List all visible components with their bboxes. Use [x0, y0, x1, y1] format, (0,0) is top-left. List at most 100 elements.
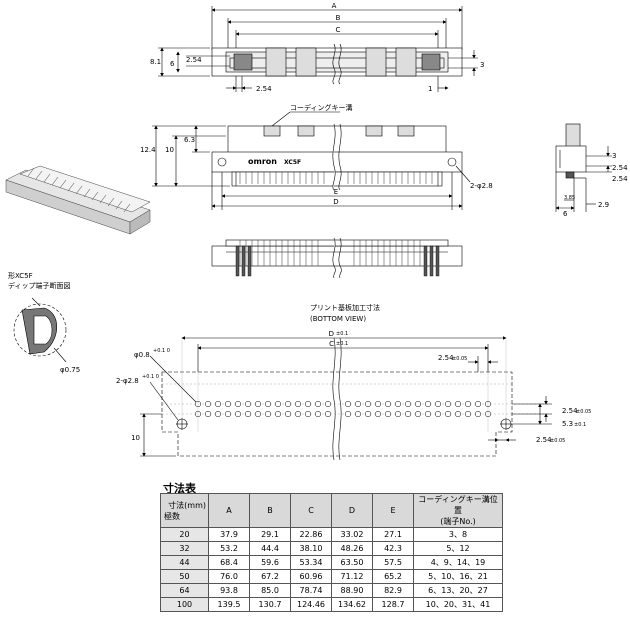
- dim-254-bottom: 2.54: [256, 85, 272, 93]
- front-view: [152, 111, 471, 210]
- cell-pins: 64: [160, 583, 209, 598]
- label-e: E: [334, 188, 338, 196]
- cell-d: 48.26: [331, 541, 373, 556]
- pcb-layout: [140, 336, 552, 461]
- pcb-pin-hole: φ0.8: [134, 351, 150, 359]
- cell-b: 130.7: [249, 597, 291, 612]
- dimension-table: 寸法(mm) 極数 A B C D E コーディングキー溝位置 (端子No.) …: [160, 493, 503, 612]
- label-d: D: [333, 198, 338, 206]
- pcb-row-pitch: 2.54: [562, 407, 578, 415]
- table-row: 50 76.0 67.2 60.96 71.12 65.2 5、10、16、21: [160, 569, 503, 584]
- pcb-offset-tol: ±0.1: [574, 422, 586, 428]
- table-row: 64 93.8 85.0 78.74 88.90 82.9 6、13、20、27: [160, 583, 503, 598]
- cell-coding: 10、20、31、41: [413, 597, 503, 612]
- front-view-labels: コーディングキー溝 12.4 10 6.3 omron XC5F 2-φ2.8 …: [140, 103, 493, 206]
- cell-coding: 3、8: [413, 527, 503, 542]
- header-coding-line1: コーディングキー溝位置: [418, 495, 498, 515]
- cell-d: 71.12: [331, 569, 373, 584]
- cell-e: 65.2: [372, 569, 414, 584]
- cell-e: 57.5: [372, 555, 414, 570]
- cell-coding: 5、10、16、21: [413, 569, 503, 584]
- header-pins: 極数: [164, 511, 180, 521]
- cell-e: 128.7: [372, 597, 414, 612]
- pcb-c-label: C: [329, 340, 334, 348]
- dim-10-front: 10: [165, 146, 174, 154]
- pcb-pin-tol: +0.1 0: [153, 348, 170, 354]
- cell-pins: 20: [160, 527, 209, 542]
- pcb-c-tol: ±0.1: [336, 341, 348, 347]
- label-c: C: [336, 26, 341, 34]
- pcb-d-tol: ±0.1: [336, 331, 348, 337]
- dim-254-left: 2.54: [186, 56, 202, 64]
- cell-d: 63.50: [331, 555, 373, 570]
- dim-254a-side: 2.54: [612, 164, 628, 172]
- cell-b: 85.0: [249, 583, 291, 598]
- cell-d: 88.90: [331, 583, 373, 598]
- pcb-title-2: (BOTTOM VIEW): [310, 315, 366, 323]
- coding-key-groove-label: コーディングキー溝: [290, 103, 353, 112]
- dim-1: 1: [428, 85, 432, 93]
- cell-e: 42.3: [372, 541, 414, 556]
- header-dim: 寸法(mm): [168, 500, 206, 510]
- cell-pins: 50: [160, 569, 209, 584]
- cell-b: 59.6: [249, 555, 291, 570]
- table-row: 44 68.4 59.6 53.34 63.50 57.5 4、9、14、19: [160, 555, 503, 570]
- cell-coding: 5、12: [413, 541, 503, 556]
- bottom-pin-view: [211, 237, 463, 279]
- dim-height-front: 12.4: [140, 146, 156, 154]
- header-coding-line2: (端子No.): [440, 517, 476, 526]
- model-label: XC5F: [284, 159, 301, 166]
- pcb-mount-hole: 2-φ2.8: [116, 377, 139, 385]
- cell-coding: 6、13、20、27: [413, 583, 503, 598]
- cell-c: 78.74: [290, 583, 332, 598]
- cell-a: 93.8: [208, 583, 250, 598]
- cell-a: 139.5: [208, 597, 250, 612]
- dip-section-labels: 形XC5F ディップ端子断面図 φ0.75: [8, 272, 80, 374]
- pcb-d-label: D: [329, 330, 334, 338]
- header-c: C: [290, 493, 332, 528]
- pcb-pitch-tol: ±0.05: [452, 356, 467, 362]
- cell-b: 67.2: [249, 569, 291, 584]
- label-b: B: [336, 14, 341, 22]
- cell-d: 134.62: [331, 597, 373, 612]
- pcb-row-pitch-tol: ±0.05: [576, 409, 591, 415]
- dip-dim: φ0.75: [60, 366, 80, 374]
- table-corner: 寸法(mm) 極数: [160, 493, 209, 528]
- dim-3-side: 3: [612, 152, 616, 160]
- table-row: 32 53.2 44.4 38.10 48.26 42.3 5、12: [160, 541, 503, 556]
- dip-section-view: [13, 297, 67, 363]
- side-view: [555, 123, 612, 212]
- dim-63-front: 6.3: [184, 136, 195, 144]
- cell-a: 53.2: [208, 541, 250, 556]
- connector-picture: [5, 165, 151, 235]
- side-view-labels: 3 2.54 2.54 3.85 6 2.9: [563, 152, 628, 218]
- header-coding: コーディングキー溝位置 (端子No.): [413, 493, 503, 528]
- pcb-labels: プリント基板加工寸法 (BOTTOM VIEW) D ±0.1 C ±0.1 φ…: [116, 303, 591, 444]
- pcb-bottom-pitch: 2.54: [536, 436, 552, 444]
- cell-c: 60.96: [290, 569, 332, 584]
- header-b: B: [249, 493, 291, 528]
- label-a: A: [332, 2, 337, 10]
- dim-29-side: 2.9: [598, 201, 609, 209]
- cell-coding: 4、9、14、19: [413, 555, 503, 570]
- dim-6-side: 6: [563, 210, 568, 218]
- dim-254b-side: 2.54: [612, 175, 628, 183]
- cell-a: 76.0: [208, 569, 250, 584]
- table-row: 100 139.5 130.7 124.46 134.62 128.7 10、2…: [160, 597, 503, 612]
- pcb-bottom-pitch-tol: ±0.05: [550, 438, 565, 444]
- table-header-row: 寸法(mm) 極数 A B C D E コーディングキー溝位置 (端子No.): [160, 493, 503, 528]
- cell-e: 27.1: [372, 527, 414, 542]
- cell-a: 37.9: [208, 527, 250, 542]
- dim-height-top: 8.1: [150, 58, 161, 66]
- pcb-mount-tol: +0.1 0: [142, 374, 159, 380]
- table-row: 20 37.9 29.1 22.86 33.02 27.1 3、8: [160, 527, 503, 542]
- cell-d: 33.02: [331, 527, 373, 542]
- cell-c: 124.46: [290, 597, 332, 612]
- pcb-offset: 5.3: [562, 420, 573, 428]
- dim-385-side: 3.85: [564, 195, 575, 201]
- cell-c: 22.86: [290, 527, 332, 542]
- cell-pins: 44: [160, 555, 209, 570]
- pcb-height: 10: [131, 434, 140, 442]
- top-view: [158, 6, 478, 92]
